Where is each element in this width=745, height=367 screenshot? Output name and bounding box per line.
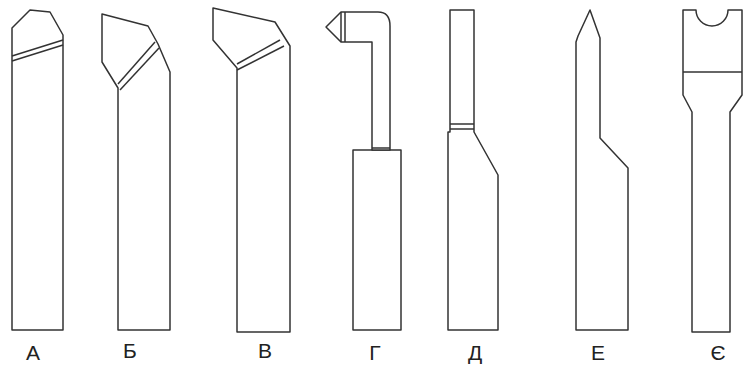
cutting-tool [102, 14, 170, 330]
cutting-tool [448, 10, 498, 330]
tool-letter: Г [369, 342, 380, 363]
tool-letter: Є [710, 342, 725, 363]
tool-letter: А [26, 342, 40, 363]
cutting-tool [576, 10, 628, 330]
cutting-tool [213, 8, 290, 332]
cutting-tool [12, 10, 63, 330]
tool-letter: Д [468, 342, 482, 363]
tool-letter: Б [123, 340, 137, 361]
cutting-tool [683, 10, 742, 332]
tool-letter: Е [591, 342, 605, 363]
tool-letter: В [258, 340, 272, 361]
cutting-tool [326, 12, 401, 330]
